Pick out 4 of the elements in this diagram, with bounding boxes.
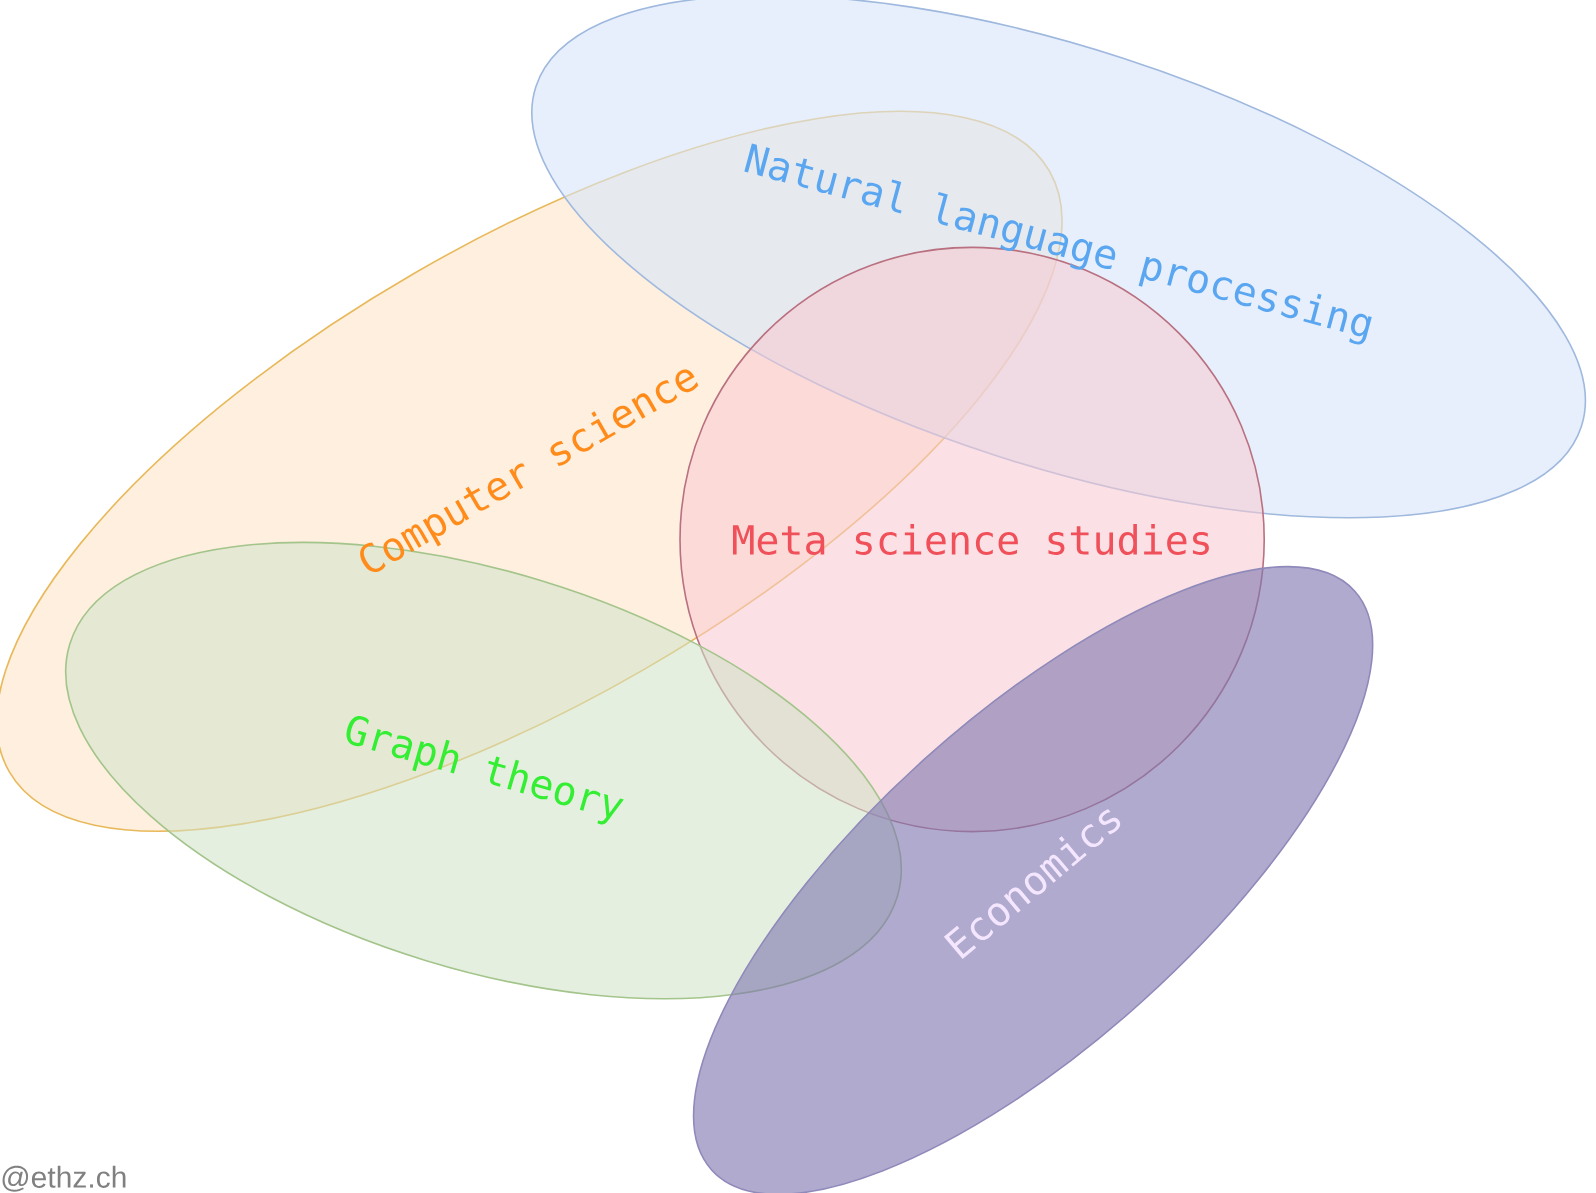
footer-text: @ethz.ch (2, 1165, 126, 1192)
ellipse-region (531, 0, 1587, 519)
ellipse-region (693, 565, 1373, 1193)
region-label: Meta science studies (732, 524, 1209, 555)
